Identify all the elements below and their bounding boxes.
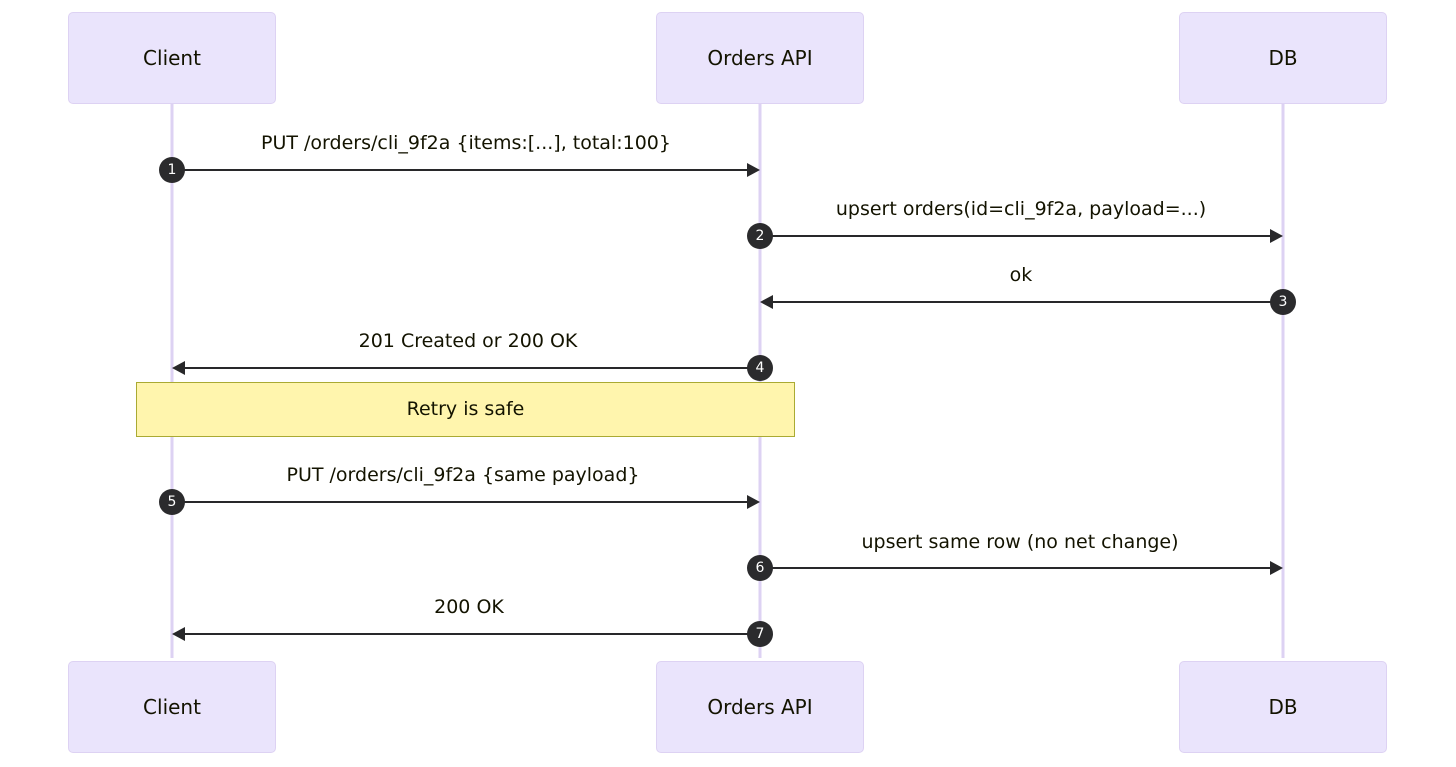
message-line-7 bbox=[185, 633, 760, 635]
participant-box-db-bottom[interactable]: DB bbox=[1179, 661, 1387, 753]
note-label-retry-is-safe: Retry is safe bbox=[406, 398, 525, 420]
lifeline-orders-api bbox=[758, 104, 762, 658]
arrow-head-4 bbox=[172, 361, 185, 375]
lifeline-client bbox=[170, 104, 174, 658]
message-label-1: PUT /orders/cli_9f2a {items:[...], total… bbox=[261, 132, 671, 154]
participant-label-orders-api-top: Orders API bbox=[707, 46, 813, 70]
arrow-head-3 bbox=[760, 295, 773, 309]
participant-box-db-top[interactable]: DB bbox=[1179, 12, 1387, 104]
arrow-head-1 bbox=[747, 163, 760, 177]
message-line-3 bbox=[773, 301, 1283, 303]
sequence-badge-6: 6 bbox=[747, 555, 773, 581]
sequence-badge-4: 4 bbox=[747, 355, 773, 381]
message-line-1 bbox=[172, 169, 747, 171]
participant-label-client-top: Client bbox=[143, 46, 201, 70]
sequence-badge-7: 7 bbox=[747, 621, 773, 647]
participant-box-orders-api-bottom[interactable]: Orders API bbox=[656, 661, 864, 753]
participant-box-client-top[interactable]: Client bbox=[68, 12, 276, 104]
participant-label-db-bottom: DB bbox=[1268, 695, 1298, 719]
participant-label-client-bottom: Client bbox=[143, 695, 201, 719]
sequence-badge-2: 2 bbox=[747, 223, 773, 249]
arrow-head-6 bbox=[1270, 561, 1283, 575]
message-label-5: PUT /orders/cli_9f2a {same payload} bbox=[286, 464, 640, 486]
arrow-head-2 bbox=[1270, 229, 1283, 243]
message-line-2 bbox=[760, 235, 1270, 237]
message-label-2: upsert orders(id=cli_9f2a, payload=...) bbox=[835, 198, 1207, 220]
note-retry-is-safe[interactable]: Retry is safe bbox=[136, 382, 795, 437]
message-line-5 bbox=[172, 501, 747, 503]
message-label-3: ok bbox=[1009, 264, 1033, 286]
participant-box-orders-api-top[interactable]: Orders API bbox=[656, 12, 864, 104]
participant-box-client-bottom[interactable]: Client bbox=[68, 661, 276, 753]
participant-label-orders-api-bottom: Orders API bbox=[707, 695, 813, 719]
message-label-7: 200 OK bbox=[434, 596, 504, 618]
arrow-head-7 bbox=[172, 627, 185, 641]
sequence-badge-3: 3 bbox=[1270, 289, 1296, 315]
participant-label-db-top: DB bbox=[1268, 46, 1298, 70]
message-label-4: 201 Created or 200 OK bbox=[358, 330, 578, 352]
message-line-4 bbox=[185, 367, 760, 369]
lifeline-db bbox=[1281, 104, 1285, 658]
arrow-head-5 bbox=[747, 495, 760, 509]
message-line-6 bbox=[760, 567, 1270, 569]
sequence-badge-5: 5 bbox=[159, 489, 185, 515]
sequence-badge-1: 1 bbox=[159, 157, 185, 183]
message-label-6: upsert same row (no net change) bbox=[861, 531, 1179, 553]
